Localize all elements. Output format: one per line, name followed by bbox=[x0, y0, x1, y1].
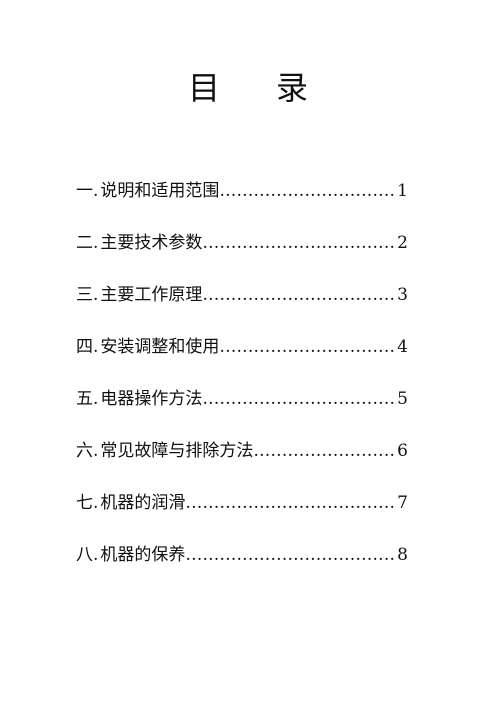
toc-number: 二. bbox=[76, 233, 99, 253]
toc-page-number: 1 bbox=[397, 181, 408, 201]
toc-label: 主要工作原理 bbox=[100, 285, 203, 305]
toc-label: 电器操作方法 bbox=[100, 389, 203, 409]
toc-page-number: 2 bbox=[397, 233, 408, 253]
page-title: 目录 bbox=[0, 68, 496, 108]
toc-number: 六. bbox=[76, 441, 99, 461]
toc-label: 机器的润滑 bbox=[100, 493, 186, 513]
toc-number: 一. bbox=[76, 181, 99, 201]
toc-page-number: 6 bbox=[397, 441, 408, 461]
toc-leader-dots: …………………………………………………………………………………………………………… bbox=[185, 493, 396, 513]
toc-entry[interactable]: 八. 机器的保养 …………………………………………………………………………………… bbox=[76, 542, 408, 568]
title-char-1: 目 bbox=[187, 69, 220, 107]
toc-entry[interactable]: 四. 安装调整和使用 ……………………………………………………………………………… bbox=[76, 334, 408, 360]
toc-number: 三. bbox=[76, 285, 99, 305]
toc-leader-dots: …………………………………………………………………………………………………………… bbox=[202, 389, 396, 409]
toc-label: 说明和适用范围 bbox=[100, 181, 220, 201]
toc-number: 七. bbox=[76, 493, 99, 513]
toc-page-number: 4 bbox=[397, 337, 408, 357]
toc-entry[interactable]: 五. 电器操作方法 ………………………………………………………………………………… bbox=[76, 386, 408, 412]
toc-page-number: 5 bbox=[397, 389, 408, 409]
toc-leader-dots: …………………………………………………………………………………………………………… bbox=[202, 285, 396, 305]
toc-label: 主要技术参数 bbox=[100, 233, 203, 253]
toc-label: 常见故障与排除方法 bbox=[100, 441, 254, 461]
toc-label: 机器的保养 bbox=[100, 545, 186, 565]
toc-leader-dots: …………………………………………………………………………………………………………… bbox=[202, 233, 396, 253]
toc-page-number: 8 bbox=[397, 545, 408, 565]
toc-page-number: 3 bbox=[397, 285, 408, 305]
toc-leader-dots: …………………………………………………………………………………………………………… bbox=[219, 181, 396, 201]
title-char-2: 录 bbox=[276, 69, 309, 107]
toc-leader-dots: …………………………………………………………………………………………………………… bbox=[219, 337, 396, 357]
toc-label: 安装调整和使用 bbox=[100, 337, 220, 357]
toc-entry[interactable]: 七. 机器的润滑 …………………………………………………………………………………… bbox=[76, 490, 408, 516]
toc-entry[interactable]: 三. 主要工作原理 ………………………………………………………………………………… bbox=[76, 282, 408, 308]
table-of-contents: 一. 说明和适用范围 ……………………………………………………………………………… bbox=[76, 178, 408, 594]
toc-number: 四. bbox=[76, 337, 99, 357]
toc-entry[interactable]: 六. 常见故障与排除方法 ………………………………………………………………………… bbox=[76, 438, 408, 464]
toc-leader-dots: …………………………………………………………………………………………………………… bbox=[253, 441, 396, 461]
toc-entry[interactable]: 二. 主要技术参数 ………………………………………………………………………………… bbox=[76, 230, 408, 256]
toc-page-number: 7 bbox=[397, 493, 408, 513]
toc-leader-dots: …………………………………………………………………………………………………………… bbox=[185, 545, 396, 565]
toc-number: 八. bbox=[76, 545, 99, 565]
toc-entry[interactable]: 一. 说明和适用范围 ……………………………………………………………………………… bbox=[76, 178, 408, 204]
toc-number: 五. bbox=[76, 389, 99, 409]
